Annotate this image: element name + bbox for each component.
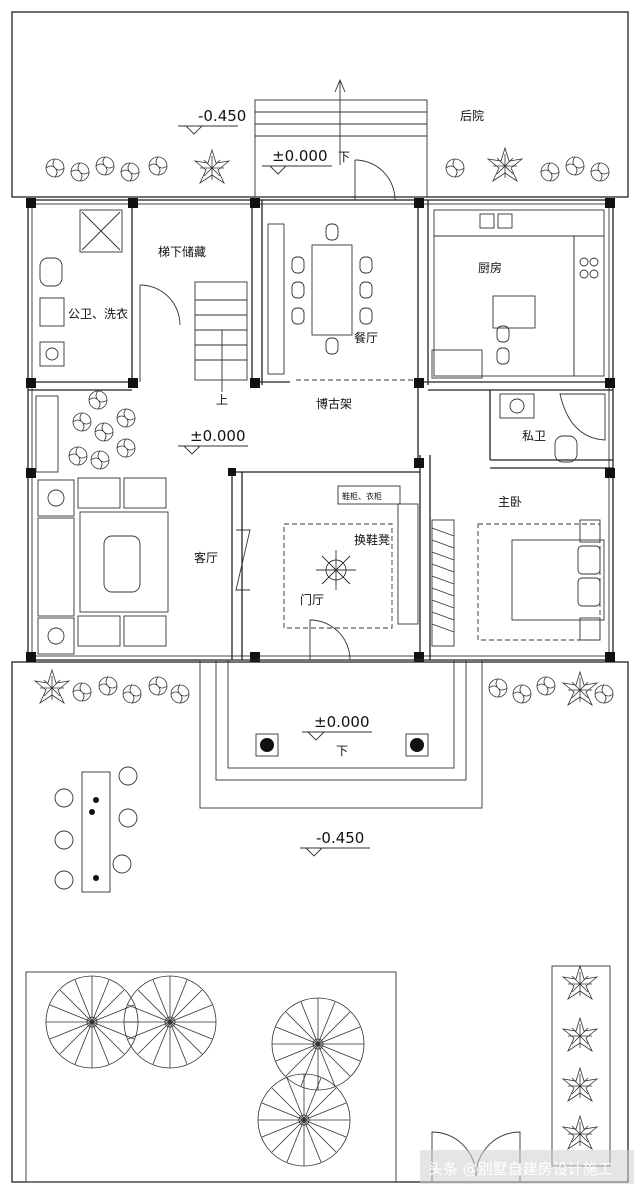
label-public-bath: 公卫、洗衣 bbox=[68, 306, 128, 321]
staircase bbox=[139, 281, 248, 392]
svg-text:头条 @别墅自建房设计施工: 头条 @别墅自建房设计施工 bbox=[428, 1160, 613, 1178]
svg-text:±0.000: ±0.000 bbox=[190, 427, 246, 445]
rear-door bbox=[354, 159, 396, 201]
side-planter bbox=[551, 965, 611, 1167]
label-entry-hall: 门厅 bbox=[300, 592, 324, 607]
label-dining: 餐厅 bbox=[354, 330, 378, 345]
level-marker-porch: ±0.000 下 bbox=[302, 713, 372, 758]
watermark: 头条 @别墅自建房设计施工 bbox=[420, 1150, 634, 1184]
kitchen-fixtures bbox=[431, 209, 605, 379]
living-plants bbox=[68, 390, 136, 470]
svg-text:-0.450: -0.450 bbox=[198, 107, 246, 125]
level-marker-back-outer: -0.450 bbox=[178, 107, 246, 135]
private-bath-fixtures bbox=[499, 393, 606, 463]
public-bath-fixtures bbox=[39, 209, 123, 367]
structural-columns bbox=[26, 198, 615, 662]
front-shrubs-right bbox=[488, 671, 614, 706]
living-tv-wall bbox=[235, 529, 251, 591]
entry-hall-fixtures bbox=[283, 485, 419, 661]
front-shrubs-left bbox=[34, 669, 190, 704]
rear-steps bbox=[254, 78, 428, 198]
svg-text:±0.000: ±0.000 bbox=[272, 147, 328, 165]
house-walls bbox=[27, 199, 614, 661]
svg-text:下: 下 bbox=[336, 744, 348, 758]
label-shoe-bench: 换鞋凳 bbox=[354, 532, 390, 547]
level-marker-front-outer: -0.450 bbox=[300, 829, 370, 857]
label-kitchen: 厨房 bbox=[478, 260, 502, 275]
label-private-bath: 私卫 bbox=[522, 429, 546, 443]
label-shelf: 博古架 bbox=[316, 396, 352, 411]
master-bed bbox=[477, 519, 605, 641]
label-master-bed: 主卧 bbox=[498, 495, 522, 509]
dining-set bbox=[267, 223, 373, 375]
wardrobe bbox=[431, 519, 455, 647]
svg-text:下: 下 bbox=[338, 150, 350, 164]
outdoor-table bbox=[54, 766, 138, 893]
label-living: 客厅 bbox=[194, 550, 218, 565]
level-marker-back-inner: ±0.000 下 bbox=[262, 147, 350, 175]
rear-shrubs-left bbox=[45, 149, 230, 184]
garden-trees bbox=[45, 975, 365, 1167]
svg-text:±0.000: ±0.000 bbox=[314, 713, 370, 731]
label-up: 上 bbox=[216, 393, 228, 407]
rear-shrubs-right bbox=[445, 147, 610, 182]
front-porch bbox=[199, 659, 483, 809]
living-furniture bbox=[35, 390, 169, 655]
label-backyard: 后院 bbox=[460, 109, 484, 123]
site-boundary-back bbox=[11, 11, 629, 198]
garden-lawn bbox=[25, 971, 397, 1183]
label-cabinet: 鞋柜、衣柜 bbox=[342, 491, 382, 501]
side-planter-plants bbox=[562, 965, 598, 1150]
level-marker-living: ±0.000 bbox=[178, 427, 248, 455]
svg-text:-0.450: -0.450 bbox=[316, 829, 364, 847]
label-under-stair-storage: 梯下储藏 bbox=[158, 244, 206, 259]
